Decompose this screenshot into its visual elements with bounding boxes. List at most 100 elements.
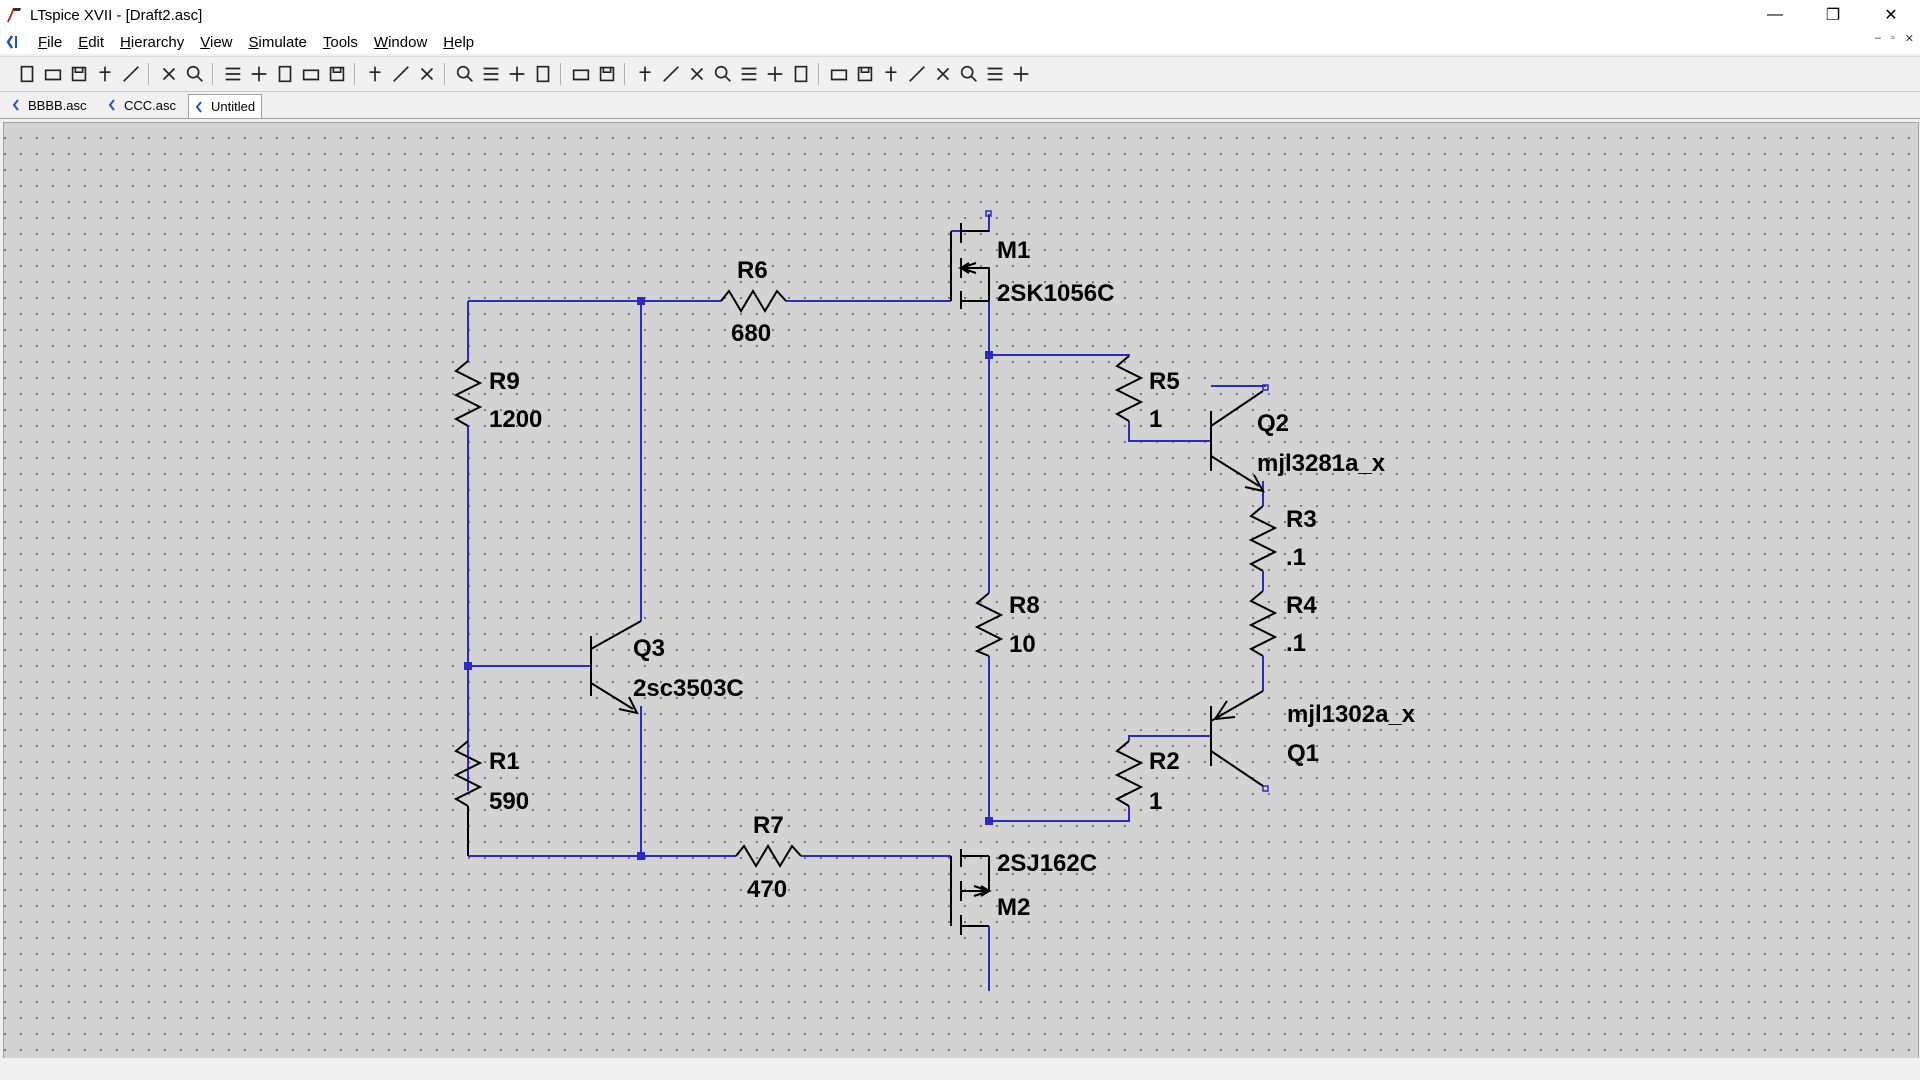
q1-name: Q1	[1287, 740, 1319, 767]
m1-value: 2SK1056C	[997, 280, 1114, 307]
open-icon[interactable]	[40, 61, 66, 87]
drag-icon[interactable]	[852, 61, 878, 87]
capacitor-icon[interactable]	[710, 61, 736, 87]
label-net-icon[interactable]	[658, 61, 684, 87]
q3-name: Q3	[633, 635, 665, 662]
copy-icon[interactable]	[452, 61, 478, 87]
mdi-controls: – ▫ ✕	[1875, 32, 1914, 45]
autorange-icon[interactable]	[298, 61, 324, 87]
mdi-close-button[interactable]: ✕	[1904, 33, 1914, 45]
tab-label: BBBB.asc	[28, 97, 87, 113]
menu-help[interactable]: Help	[443, 33, 475, 51]
menu-simulate[interactable]: Simulate	[248, 33, 307, 51]
tab-label: Untitled	[211, 99, 256, 114]
tab-bbbb[interactable]: BBBB.asc	[6, 94, 93, 116]
find-icon[interactable]	[504, 61, 530, 87]
r9-name: R9	[489, 368, 520, 395]
mosfet-m1[interactable]	[950, 223, 990, 309]
document-icon[interactable]	[4, 32, 30, 52]
r5-value: 1	[1149, 406, 1162, 433]
open-terminals	[985, 210, 1269, 792]
print-setup-icon[interactable]	[568, 61, 594, 87]
tile-horizontal-icon[interactable]	[324, 61, 350, 87]
resistor-r6	[720, 289, 787, 313]
rotate-icon[interactable]	[930, 61, 956, 87]
diode-icon[interactable]	[762, 61, 788, 87]
inductor-icon[interactable]	[736, 61, 762, 87]
new-schematic-icon[interactable]	[14, 61, 40, 87]
r8-name: R8	[1009, 592, 1040, 619]
text-icon[interactable]	[982, 61, 1008, 87]
resistor-r8	[974, 592, 1004, 657]
r3-value: .1	[1286, 544, 1306, 571]
schematic-drawing: R6 680 R9 1200 R1 590 R7 470 R8 10 R5 1 …	[453, 210, 1416, 991]
tab-ccc[interactable]: CCC.asc	[102, 94, 182, 116]
halt-icon[interactable]	[156, 61, 182, 87]
save-icon[interactable]	[66, 61, 92, 87]
paste-icon[interactable]	[478, 61, 504, 87]
r1-name: R1	[489, 748, 520, 775]
document-tabs: BBBB.asc CCC.asc Untitled	[0, 92, 1920, 119]
transistor-q1[interactable]	[1210, 690, 1264, 787]
r6-value: 680	[731, 320, 771, 347]
mdi-restore-button[interactable]: ▫	[1890, 32, 1895, 44]
resistor-r9	[453, 360, 483, 427]
r1-value: 590	[489, 788, 529, 815]
resistors[interactable]	[453, 289, 1278, 868]
cut-icon[interactable]	[414, 61, 440, 87]
r7-value: 470	[747, 876, 787, 903]
minimize-button[interactable]: —	[1767, 6, 1783, 23]
close-button[interactable]: ✕	[1884, 7, 1898, 24]
schematic-tab-icon	[195, 100, 202, 113]
menu-tools[interactable]: Tools	[322, 33, 358, 51]
toolbar-separator	[818, 63, 819, 85]
ground-icon[interactable]	[632, 61, 658, 87]
schematic-canvas[interactable]: R6 680 R9 1200 R1 590 R7 470 R8 10 R5 1 …	[3, 122, 1919, 1059]
tab-untitled[interactable]: Untitled	[188, 94, 263, 118]
m1-name: M1	[997, 237, 1030, 264]
r4-name: R4	[1286, 592, 1317, 619]
move-icon[interactable]	[826, 61, 852, 87]
menu-edit[interactable]: Edit	[78, 33, 105, 51]
transistor-q2[interactable]	[1210, 390, 1265, 493]
zoom-in-icon[interactable]	[182, 61, 208, 87]
menu-file[interactable]: File	[38, 33, 63, 51]
menu-window[interactable]: Window	[373, 33, 428, 51]
transistor-q3[interactable]	[590, 620, 642, 715]
schematic-tab-icon	[108, 99, 115, 111]
r2-value: 1	[1149, 788, 1162, 815]
toolbar-separator	[148, 63, 149, 85]
status-bar	[0, 1058, 1920, 1080]
m2-name: M2	[997, 894, 1030, 921]
control-panel-icon[interactable]	[92, 61, 118, 87]
zoom-back-icon[interactable]	[246, 61, 272, 87]
undo-icon[interactable]	[878, 61, 904, 87]
r4-value: .1	[1286, 630, 1306, 657]
wires[interactable]	[467, 214, 1266, 857]
spice-directive-icon[interactable]	[1008, 61, 1034, 87]
component-icon[interactable]	[788, 61, 814, 87]
draw-wire-icon[interactable]	[594, 61, 620, 87]
menu-hierarchy[interactable]: Hierarchy	[120, 33, 185, 51]
menu-view[interactable]: View	[200, 33, 233, 51]
mdi-minimize-button[interactable]: –	[1874, 32, 1881, 44]
window-controls: — ❐ ✕	[1746, 0, 1920, 30]
mirror-icon[interactable]	[956, 61, 982, 87]
restore-button[interactable]: ❐	[1825, 7, 1841, 24]
zoom-fit-icon[interactable]	[272, 61, 298, 87]
print-icon[interactable]	[530, 61, 556, 87]
resistor-r3	[1248, 505, 1278, 572]
window-title: LTspice XVII - [Draft2.asc]	[30, 6, 203, 24]
ltspice-app-icon[interactable]	[4, 5, 24, 25]
zoom-out-icon[interactable]	[220, 61, 246, 87]
menu-bar: File Edit Hierarchy View Simulate Tools …	[0, 30, 1920, 54]
resistor-icon[interactable]	[684, 61, 710, 87]
redo-icon[interactable]	[904, 61, 930, 87]
r2-name: R2	[1149, 748, 1180, 775]
mosfet-m2[interactable]	[950, 849, 993, 935]
q3-value: 2sc3503C	[633, 675, 744, 702]
tile-vertical-icon[interactable]	[362, 61, 388, 87]
run-icon[interactable]	[118, 61, 144, 87]
resistor-r2	[1114, 740, 1144, 807]
cascade-icon[interactable]	[388, 61, 414, 87]
